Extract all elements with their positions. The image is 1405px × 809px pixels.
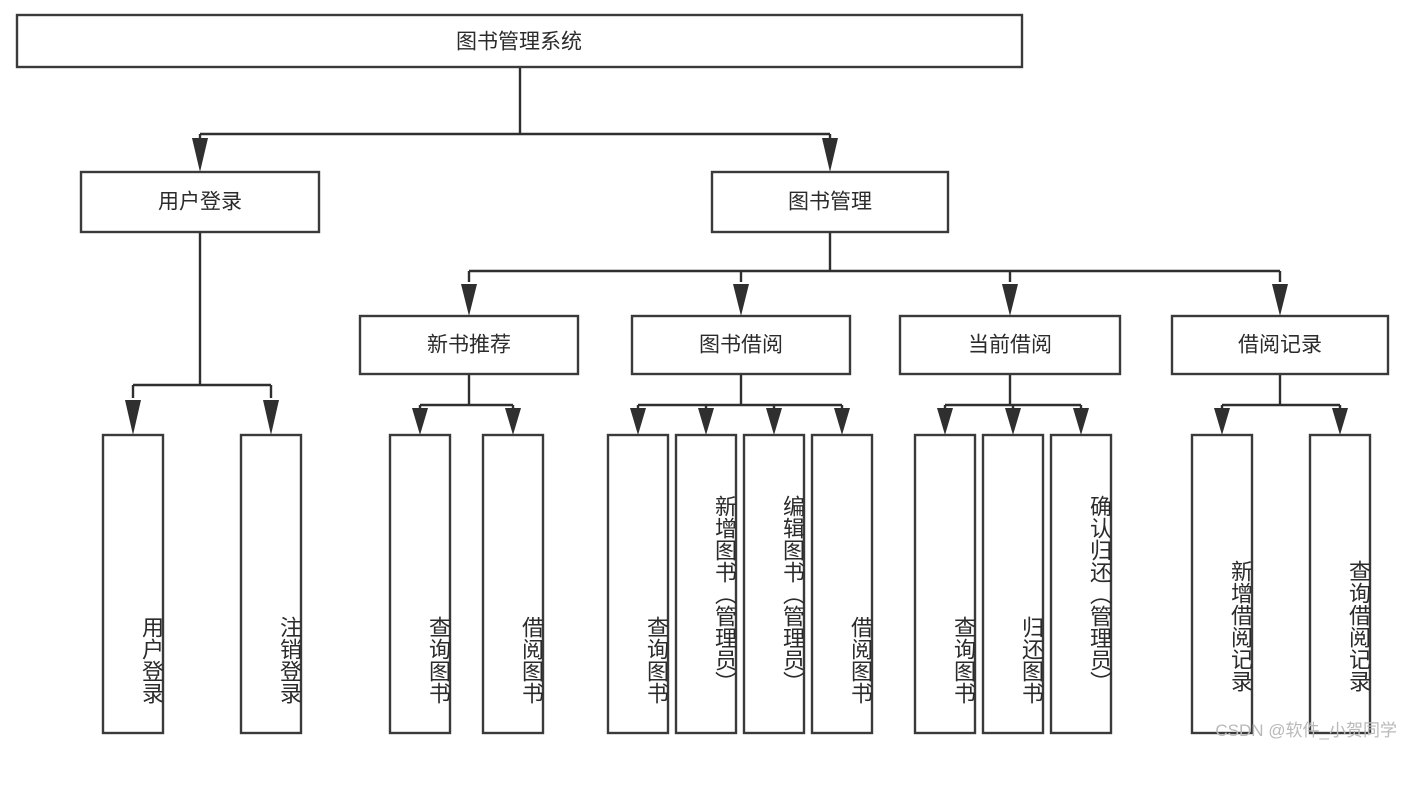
leaf-br-add-record-rect[interactable] (1190, 433, 1254, 735)
arrow-bookborrow-leaf-1 (630, 408, 646, 435)
node-current-borrow-label: 当前借阅 (968, 334, 1052, 357)
arrow-borrowrecord-leaf-2 (1332, 408, 1348, 435)
node-book-manage[interactable]: 图书管理 (710, 170, 950, 234)
leaf-user-login-rect[interactable] (101, 433, 165, 735)
node-current-borrow[interactable]: 当前借阅 (898, 314, 1122, 376)
arrow-bookborrow-leaf-4 (834, 408, 850, 435)
leaf-nbr-borrow-book-rect[interactable] (481, 433, 545, 735)
leaf-bb-edit-book-rect[interactable] (742, 433, 806, 735)
arrow-bookmanage-to-borrow-record (1272, 284, 1288, 316)
node-book-manage-label: 图书管理 (788, 191, 872, 214)
node-user-login-rect[interactable] (79, 170, 321, 234)
leaf-cb-query-book-rect[interactable] (913, 433, 977, 735)
arrow-root-to-book-manage (822, 138, 838, 172)
node-root-rect[interactable] (15, 13, 1024, 69)
node-new-book-recommend[interactable]: 新书推荐 (358, 314, 580, 376)
arrow-userlogin-leaf-2 (263, 400, 279, 435)
node-borrow-record-rect[interactable] (1170, 314, 1390, 376)
leaf-cb-confirm-return-rect[interactable] (1049, 433, 1113, 735)
arrow-currentborrow-leaf-2 (1005, 408, 1021, 435)
node-user-login-label: 用户登录 (158, 191, 242, 214)
arrow-bookmanage-to-book-borrow (733, 284, 749, 316)
arrow-bookmanage-to-current-borrow (1002, 284, 1018, 316)
node-layer: 图书管理系统 用户登录 图书管理 新书推荐 图书借阅 (15, 13, 1390, 735)
arrow-borrowrecord-leaf-1 (1214, 408, 1230, 435)
flowchart-canvas: 图书管理系统 用户登录 图书管理 新书推荐 图书借阅 (15, 13, 1397, 740)
hierarchy-diagram-svg: 图书管理系统 用户登录 图书管理 新书推荐 图书借阅 (15, 13, 1390, 735)
arrow-bookmanage-to-new-book (461, 284, 477, 316)
node-new-book-recommend-label: 新书推荐 (427, 334, 511, 357)
node-borrow-record[interactable]: 借阅记录 (1170, 314, 1390, 376)
node-borrow-record-label: 借阅记录 (1238, 334, 1322, 357)
arrow-bookborrow-leaf-3 (766, 408, 782, 435)
arrow-root-to-user-login (192, 138, 208, 172)
node-user-login[interactable]: 用户登录 (79, 170, 321, 234)
arrow-newbook-leaf-2 (505, 408, 521, 435)
arrow-userlogin-leaf-1 (125, 400, 141, 435)
leaf-bb-add-book-rect[interactable] (674, 433, 738, 735)
node-book-manage-rect[interactable] (710, 170, 950, 234)
connector-layer (125, 67, 1348, 435)
leaf-cb-return-book-rect[interactable] (981, 433, 1045, 735)
node-book-borrow-rect[interactable] (630, 314, 852, 376)
node-book-borrow-label: 图书借阅 (699, 334, 783, 357)
node-book-borrow[interactable]: 图书借阅 (630, 314, 852, 376)
node-root[interactable]: 图书管理系统 (15, 13, 1024, 69)
csdn-watermark: CSDN @软件_小贺同学 (1215, 721, 1397, 740)
leaf-user-logout-rect[interactable] (239, 433, 303, 735)
arrow-currentborrow-leaf-1 (937, 408, 953, 435)
arrow-newbook-leaf-1 (412, 408, 428, 435)
leaf-br-query-record-rect[interactable] (1308, 433, 1372, 735)
leaf-bb-query-book-rect[interactable] (606, 433, 670, 735)
leaf-nbr-query-book-rect[interactable] (388, 433, 452, 735)
node-new-book-recommend-rect[interactable] (358, 314, 580, 376)
arrow-currentborrow-leaf-3 (1073, 408, 1089, 435)
node-current-borrow-rect[interactable] (898, 314, 1122, 376)
arrow-bookborrow-leaf-2 (698, 408, 714, 435)
node-root-label: 图书管理系统 (456, 31, 582, 54)
leaf-bb-borrow-book-rect[interactable] (810, 433, 874, 735)
